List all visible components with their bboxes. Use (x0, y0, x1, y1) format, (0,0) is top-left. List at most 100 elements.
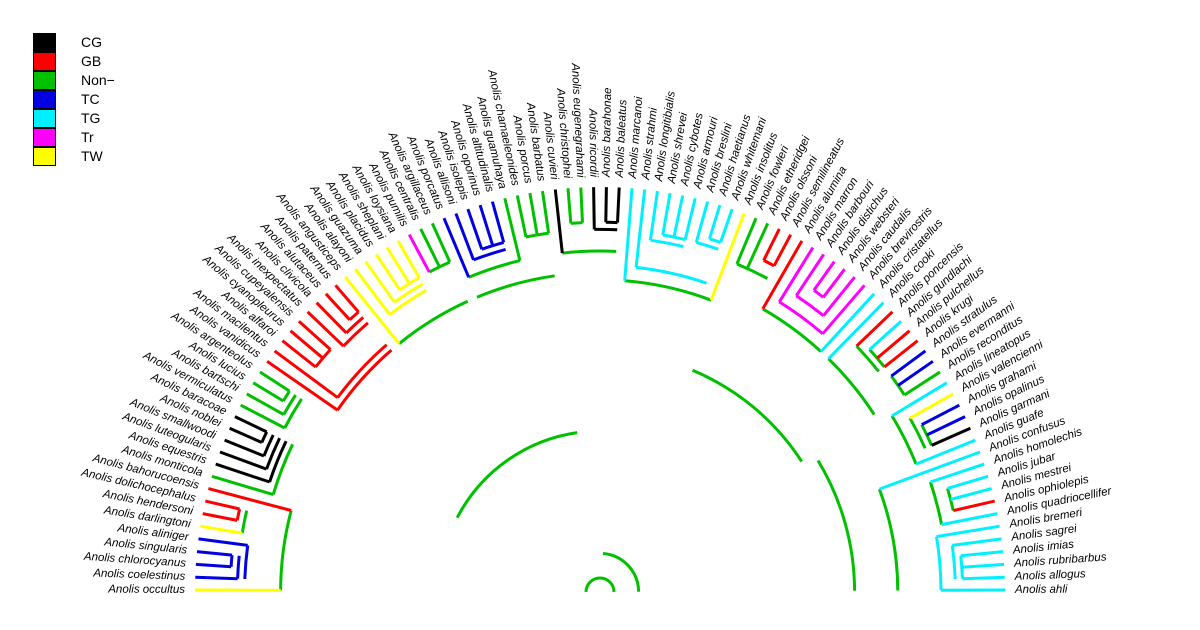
taxon-label: Anolis coelestinus (92, 567, 186, 582)
legend-swatch (33, 128, 56, 147)
clade-arc (816, 459, 857, 591)
clade-arc (472, 247, 506, 262)
leaf-branch (929, 462, 985, 484)
leaf-branch (259, 370, 291, 393)
clade-arc (279, 510, 293, 591)
leaf-branch (515, 195, 528, 238)
leaf-branch (897, 360, 934, 387)
leaf-branch (891, 381, 948, 418)
leaf-branch (396, 240, 421, 279)
leaf-branch (616, 187, 621, 223)
leaf-branch (821, 284, 866, 335)
leaf-branch (252, 381, 285, 403)
clade-arc (268, 440, 288, 483)
clade-arc (345, 316, 365, 334)
leaf-branch (634, 189, 647, 268)
legend-item: TW (33, 147, 153, 166)
leaf-branch (503, 197, 522, 261)
legend-item: TG (33, 109, 153, 128)
clade-arc (624, 279, 712, 302)
clade-arc (240, 510, 249, 534)
leaf-branch (952, 537, 1002, 547)
leaf-branch (890, 349, 927, 378)
leaf-branch (961, 562, 1005, 569)
clade-arc (562, 249, 617, 255)
leaf-branch (324, 292, 351, 321)
taxon-label: Anolis allogus (1013, 568, 1086, 583)
leaf-branch (921, 403, 960, 427)
leaf-branch (903, 370, 941, 397)
leaf-branch (915, 438, 976, 466)
legend-swatch (33, 147, 56, 166)
leaf-branch (375, 253, 401, 291)
legend-swatch (33, 71, 56, 90)
clade-arc (398, 299, 469, 345)
clade-arc (691, 368, 803, 463)
legend-swatch (33, 33, 56, 52)
leaf-branch (385, 246, 411, 285)
tree-branches (194, 187, 1006, 593)
leaf-branch (761, 240, 804, 310)
leaf-branch (941, 512, 998, 527)
leaf-branch (812, 260, 836, 292)
leaf-branch (947, 474, 989, 490)
leaf-branch (694, 201, 710, 243)
leaf-branch (234, 415, 268, 434)
leaf-branch (936, 524, 1000, 539)
clade-arc (650, 238, 684, 249)
taxon-label: Anolis barahonae (601, 88, 614, 179)
leaf-branch (778, 246, 815, 303)
leaf-branch (878, 450, 981, 491)
leaf-branch (528, 192, 539, 236)
clade-arc (709, 237, 722, 244)
clade-arc (635, 265, 707, 285)
legend-label: Non− (81, 72, 115, 88)
legend-label: TW (81, 148, 103, 164)
clade-arc (342, 321, 369, 348)
clade-arc (283, 398, 303, 429)
leaf-branch (926, 415, 966, 437)
leaf-branch (868, 320, 903, 351)
leaf-branch (419, 228, 441, 268)
leaf-branch (553, 189, 564, 254)
leaf-branch (297, 320, 332, 351)
clade-arc (468, 259, 521, 279)
legend-label: TC (81, 91, 100, 107)
clade-arc (476, 274, 555, 299)
clade-arc (736, 262, 769, 280)
leaf-branch (604, 187, 608, 223)
leaf-branch (719, 208, 734, 243)
clade-arc (236, 555, 241, 579)
leaf-branch (240, 403, 286, 430)
clade-arc (795, 294, 825, 317)
clade-arc (229, 554, 234, 567)
leaf-branch (407, 233, 431, 273)
clade-arc (260, 431, 269, 444)
clade-arc (695, 240, 719, 251)
clade-arc (762, 307, 823, 353)
leaf-branch (623, 188, 634, 281)
legend-label: Tr (81, 129, 94, 145)
leaf-branch (876, 329, 911, 360)
leaf-branch (442, 217, 471, 278)
leaf-branch (648, 190, 659, 241)
leaf-branch (709, 212, 746, 301)
leaf-branch (306, 310, 345, 348)
clade-arc (813, 289, 825, 299)
clade-arc (935, 536, 943, 591)
leaf-branch (344, 276, 401, 345)
leaf-branch (708, 204, 722, 240)
leaf-branch (215, 462, 271, 484)
leaf-branch (952, 499, 996, 513)
legend-item: GB (33, 52, 153, 71)
leaf-branch (281, 339, 317, 369)
leaf-branch (827, 301, 885, 360)
leaf-branch (909, 392, 954, 420)
leaf-branch (211, 474, 274, 497)
leaf-branch (204, 499, 240, 511)
leaf-branch (683, 197, 697, 240)
leaf-branch (196, 550, 233, 557)
leaf-branch (855, 310, 894, 348)
